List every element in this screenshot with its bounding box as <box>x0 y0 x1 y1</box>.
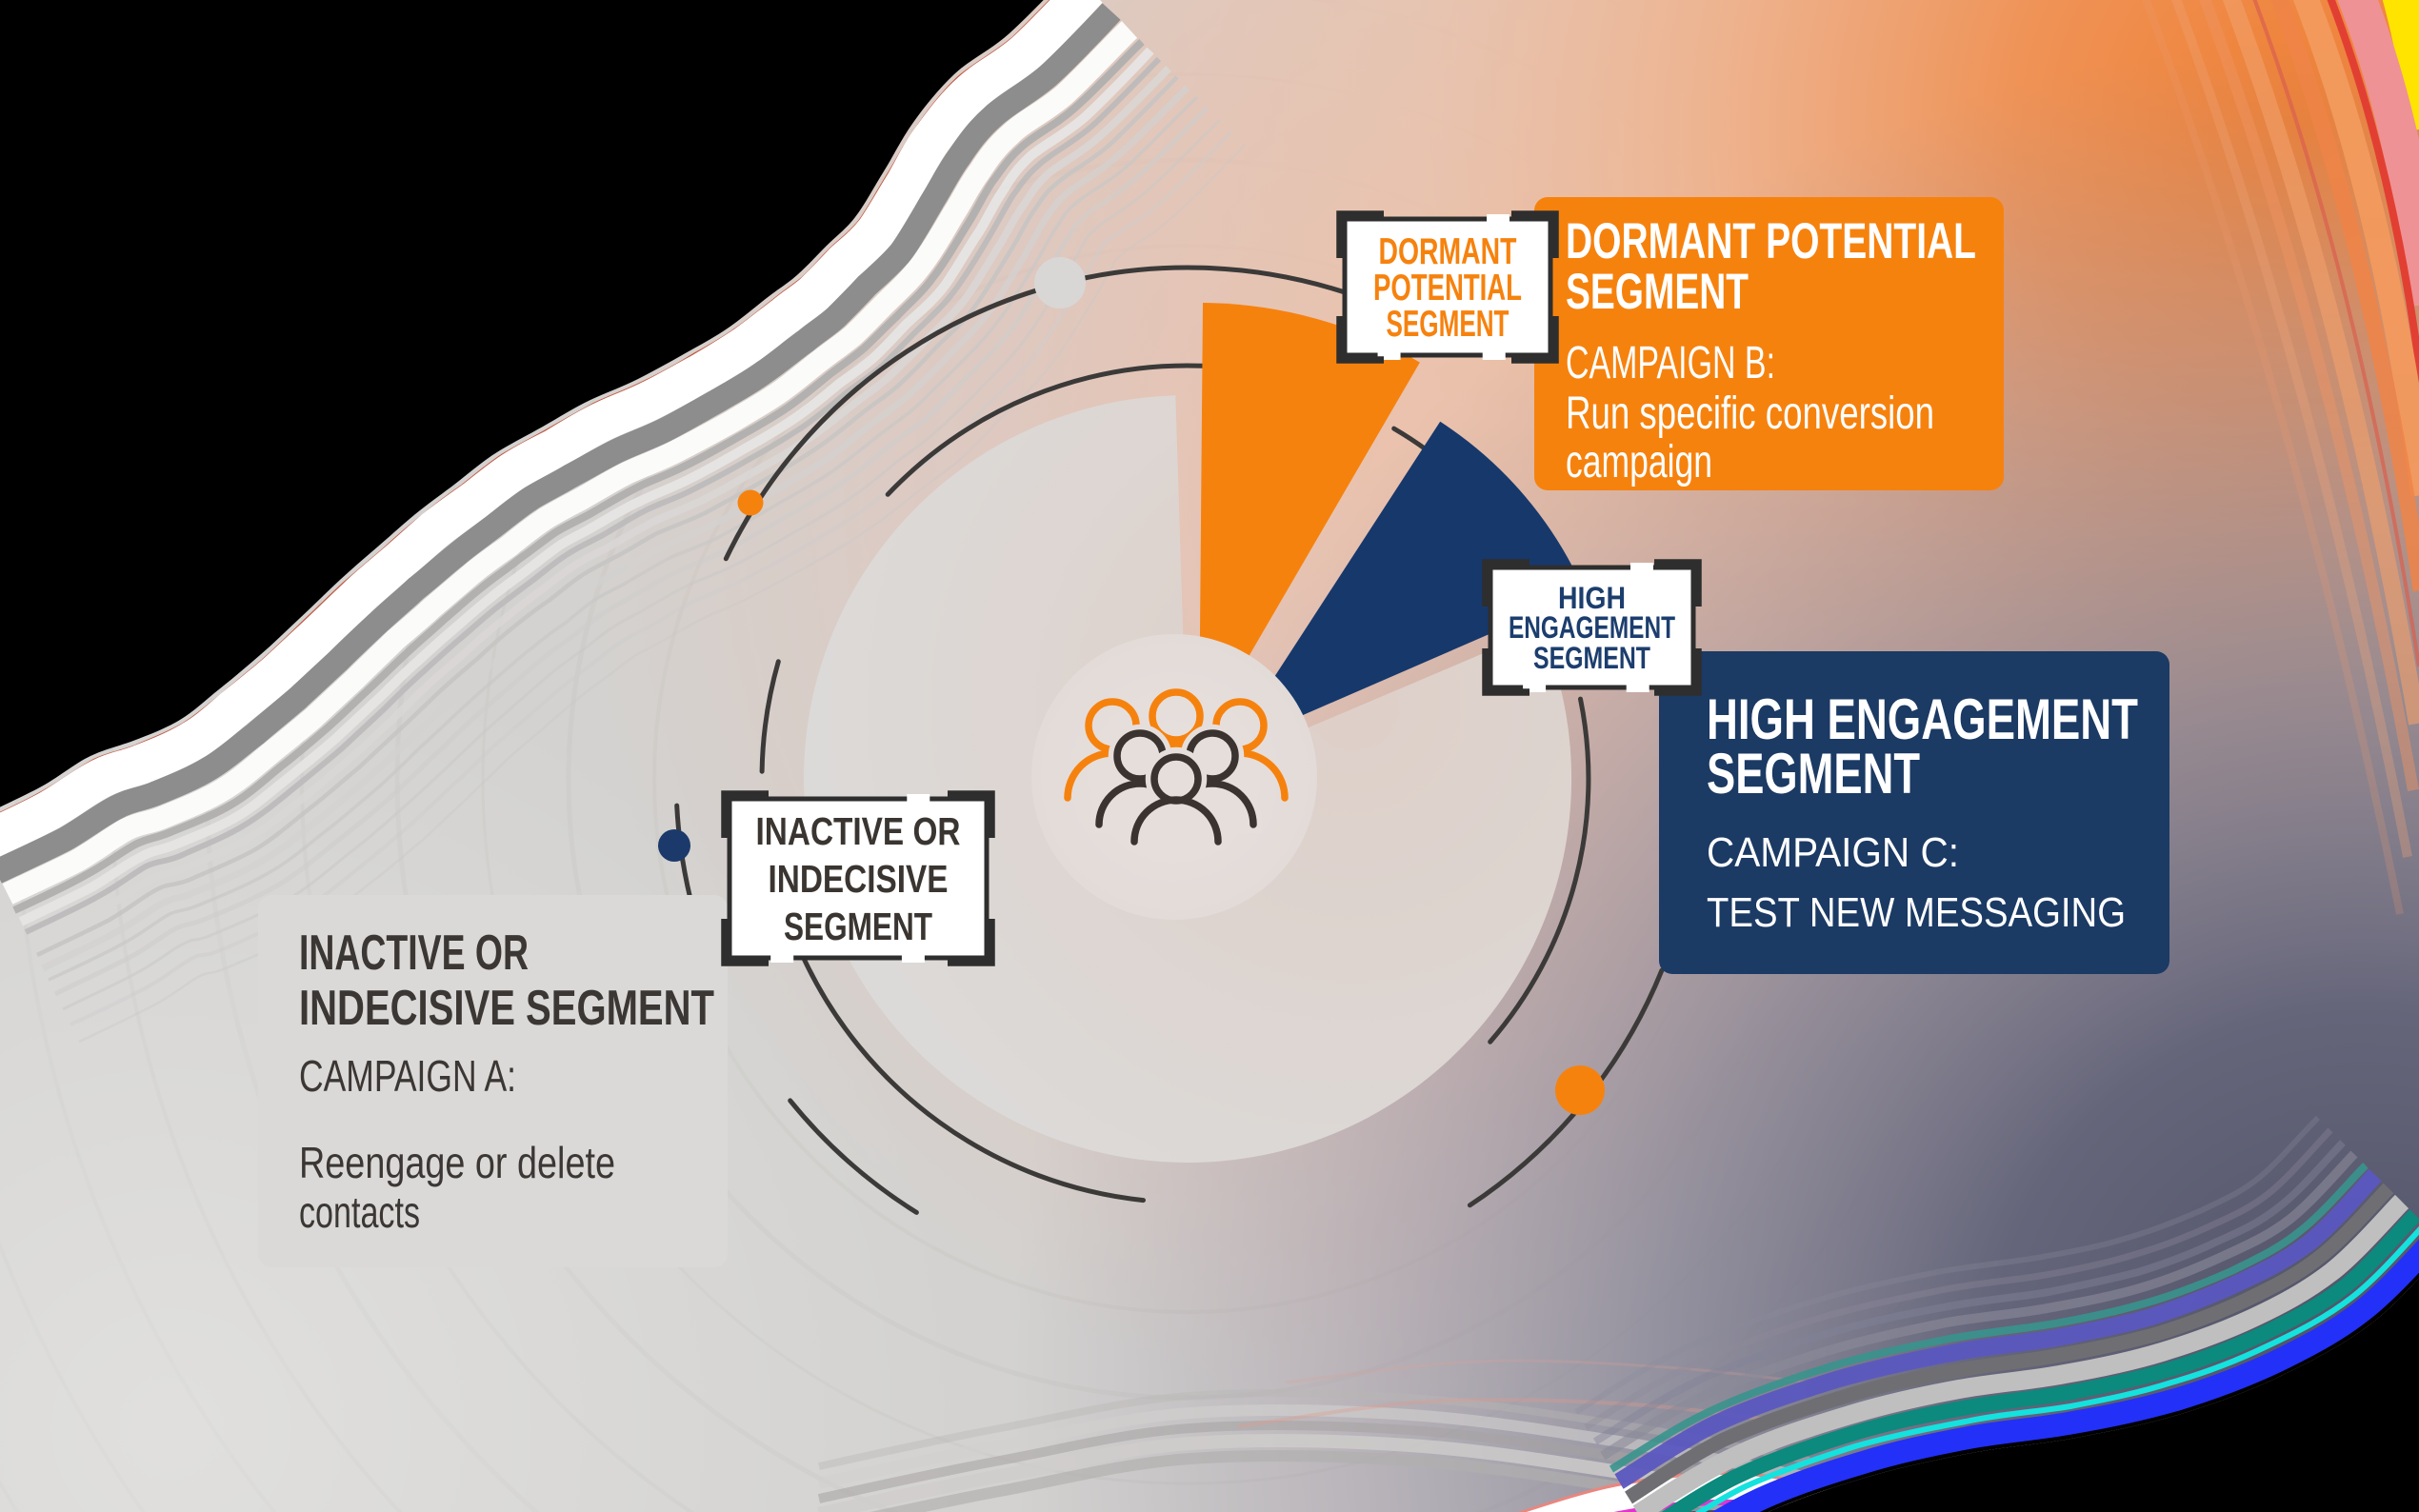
svg-text:CAMPAIGN C:: CAMPAIGN C: <box>1707 829 1959 876</box>
svg-text:INDECISIVE SEGMENT: INDECISIVE SEGMENT <box>299 981 714 1036</box>
svg-text:INACTIVE OR: INACTIVE OR <box>299 925 529 981</box>
svg-text:contacts: contacts <box>299 1187 420 1237</box>
svg-text:INDECISIVE: INDECISIVE <box>769 857 949 901</box>
svg-text:SEGMENT: SEGMENT <box>1387 304 1509 345</box>
svg-text:INACTIVE OR: INACTIVE OR <box>756 809 961 853</box>
svg-text:SEGMENT: SEGMENT <box>1533 641 1650 675</box>
svg-text:TEST NEW MESSAGING: TEST NEW MESSAGING <box>1707 889 2126 936</box>
svg-text:SEGMENT: SEGMENT <box>1566 264 1749 320</box>
svg-text:SEGMENT: SEGMENT <box>1707 742 1920 806</box>
svg-text:DORMANT POTENTIAL: DORMANT POTENTIAL <box>1566 213 1976 269</box>
svg-text:SEGMENT: SEGMENT <box>784 905 932 948</box>
svg-text:ENGAGEMENT: ENGAGEMENT <box>1509 610 1675 645</box>
svg-text:POTENTIAL: POTENTIAL <box>1373 268 1522 308</box>
svg-text:Reengage or delete: Reengage or delete <box>299 1138 615 1187</box>
svg-text:Run specific conversion: Run specific conversion <box>1566 388 1934 439</box>
svg-text:HIGH ENGAGEMENT: HIGH ENGAGEMENT <box>1707 687 2138 751</box>
svg-text:HIGH: HIGH <box>1558 581 1626 615</box>
svg-text:campaign: campaign <box>1566 437 1712 487</box>
svg-text:CAMPAIGN A:: CAMPAIGN A: <box>299 1051 516 1101</box>
svg-text:CAMPAIGN B:: CAMPAIGN B: <box>1566 338 1775 388</box>
svg-text:DORMANT: DORMANT <box>1379 231 1517 272</box>
